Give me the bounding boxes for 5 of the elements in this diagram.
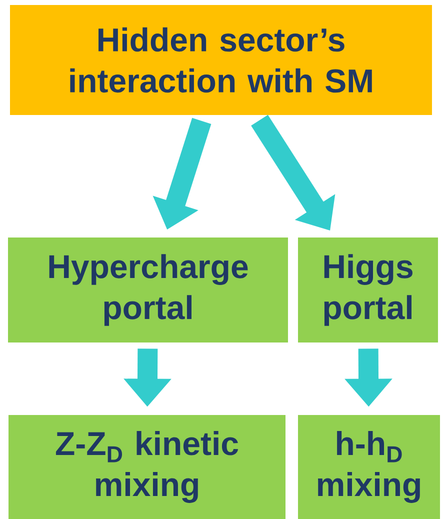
process-box: Hypercharge portal [8,238,288,342]
process-box: h-h$_{D}$ mixing [298,415,440,519]
heading-box: Hidden sector’s interaction with SM [10,5,432,115]
process-box: Higgs portal [298,238,438,342]
process-box: Z-Z$_{D}$ kinetic mixing [8,415,286,519]
